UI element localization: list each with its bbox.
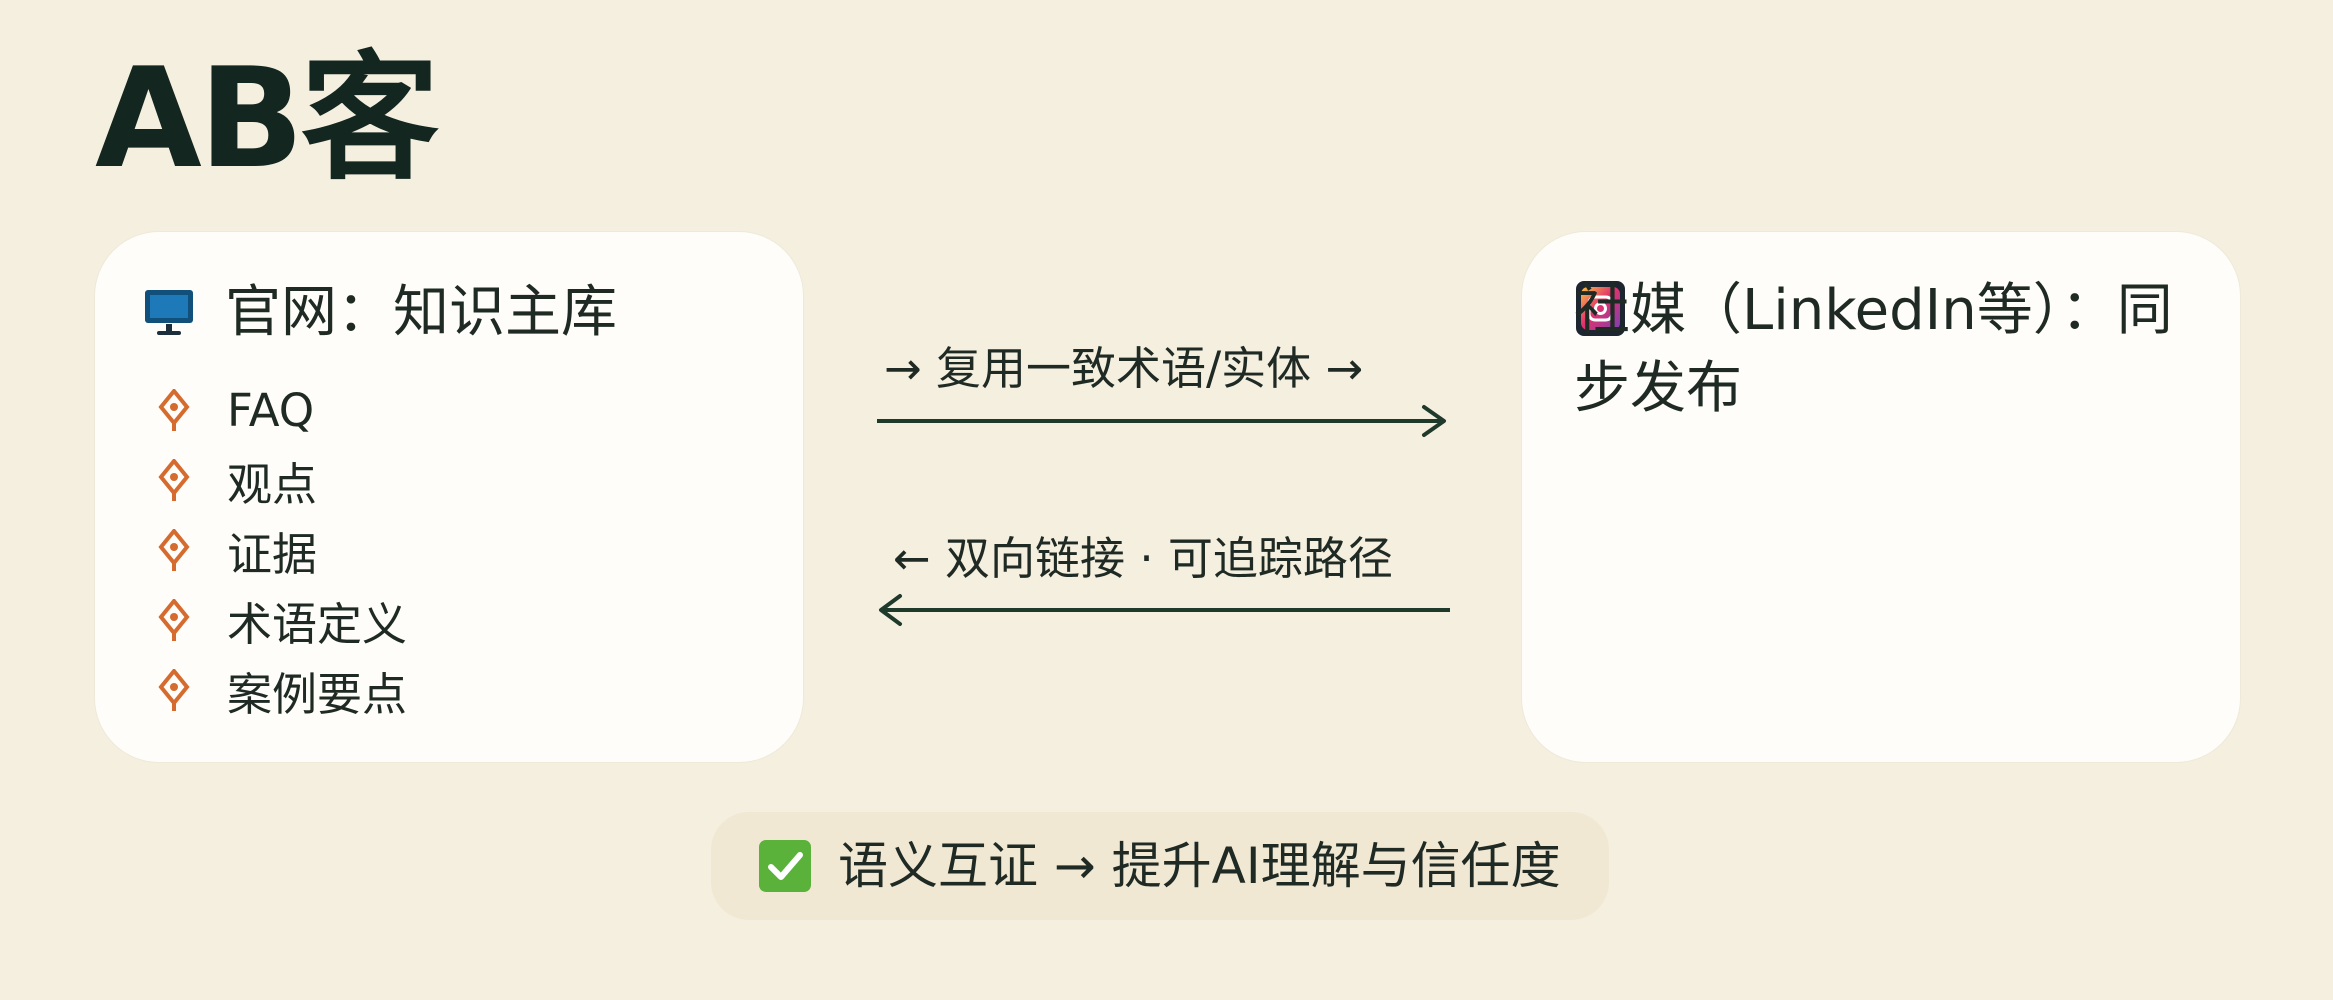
diamond-marker-icon bbox=[158, 668, 190, 711]
social-title: 社媒（LinkedIn等）：同步发布 bbox=[1574, 278, 2173, 422]
feature-label: 观点 bbox=[227, 457, 318, 511]
brand-title: AB客 bbox=[95, 38, 439, 199]
website-title: 官网：知识主库 bbox=[225, 280, 617, 345]
feature-label: 案例要点 bbox=[227, 667, 408, 721]
backward-flow-label: ← 双向链接 · 可追踪路径 bbox=[893, 532, 1393, 585]
feature-label: 证据 bbox=[227, 527, 318, 581]
summary-text: 语义互证 → 提升AI理解与信任度 bbox=[838, 837, 1561, 895]
diamond-marker-icon bbox=[158, 528, 190, 571]
list-item: 观点 bbox=[158, 445, 407, 515]
summary-pill: 语义互证 → 提升AI理解与信任度 bbox=[711, 812, 1609, 920]
list-item: 证据 bbox=[158, 515, 407, 585]
social-card: 社媒（LinkedIn等）：同步发布 bbox=[1522, 232, 2240, 762]
website-card: 官网：知识主库 FAQ 观点 证据 bbox=[95, 232, 803, 762]
check-icon bbox=[759, 840, 811, 892]
list-item: 案例要点 bbox=[158, 655, 407, 725]
monitor-icon bbox=[145, 290, 193, 335]
instagram-icon bbox=[1576, 281, 1625, 336]
forward-flow-label: → 复用一致术语/实体 → bbox=[884, 342, 1364, 395]
website-feature-list: FAQ 观点 证据 术语定义 bbox=[158, 375, 407, 725]
diamond-marker-icon bbox=[158, 598, 190, 641]
diamond-marker-icon bbox=[158, 388, 190, 431]
list-item: FAQ bbox=[158, 375, 407, 445]
feature-label: FAQ bbox=[227, 383, 315, 437]
list-item: 术语定义 bbox=[158, 585, 407, 655]
diamond-marker-icon bbox=[158, 458, 190, 501]
feature-label: 术语定义 bbox=[227, 597, 408, 651]
